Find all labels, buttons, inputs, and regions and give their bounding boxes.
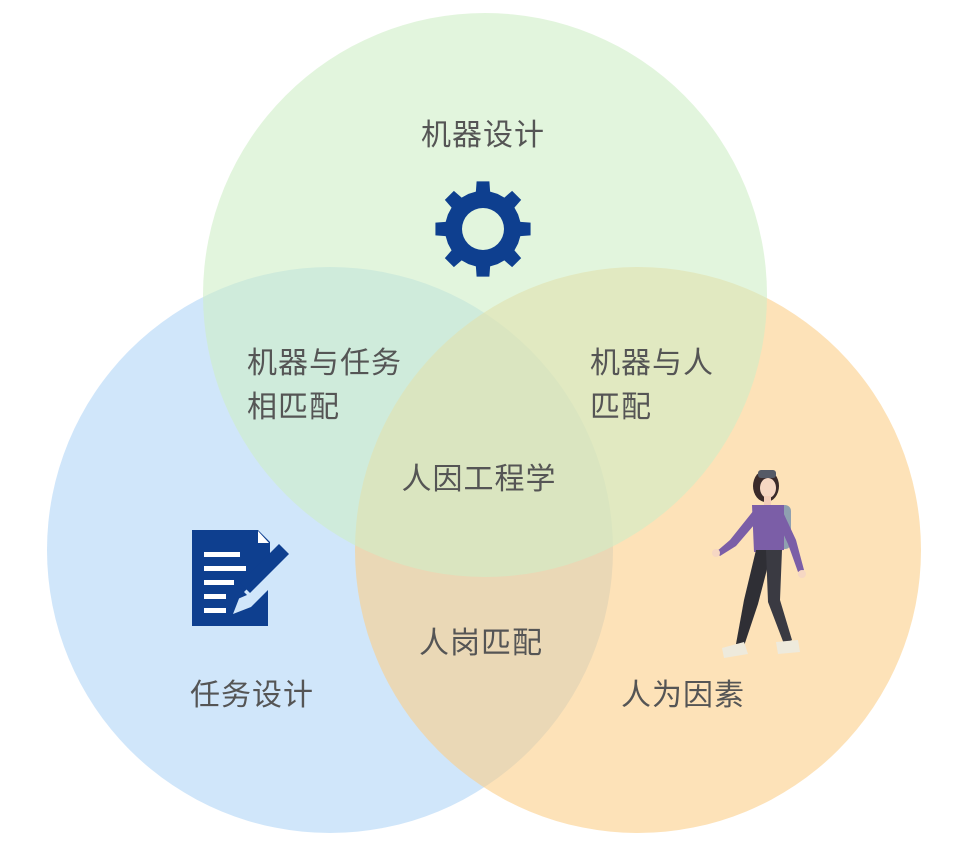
walking-woman-illustration [712,470,806,658]
circle-machine [203,13,767,577]
label-human-factors: 人为因素 [621,678,745,713]
label-center: 人因工程学 [401,462,557,497]
label-task-design: 任务设计 [190,678,314,713]
label-task-human: 人岗匹配 [419,626,543,661]
label-machine-human-line2: 匹配 [590,390,652,425]
label-machine-design: 机器设计 [421,118,545,153]
gear-icon [435,181,531,277]
document-edit-icon [192,530,289,626]
label-machine-task-line1: 机器与任务 [247,346,402,381]
label-machine-task-line2: 相匹配 [247,390,340,425]
label-machine-human-line1: 机器与人 [590,346,714,381]
